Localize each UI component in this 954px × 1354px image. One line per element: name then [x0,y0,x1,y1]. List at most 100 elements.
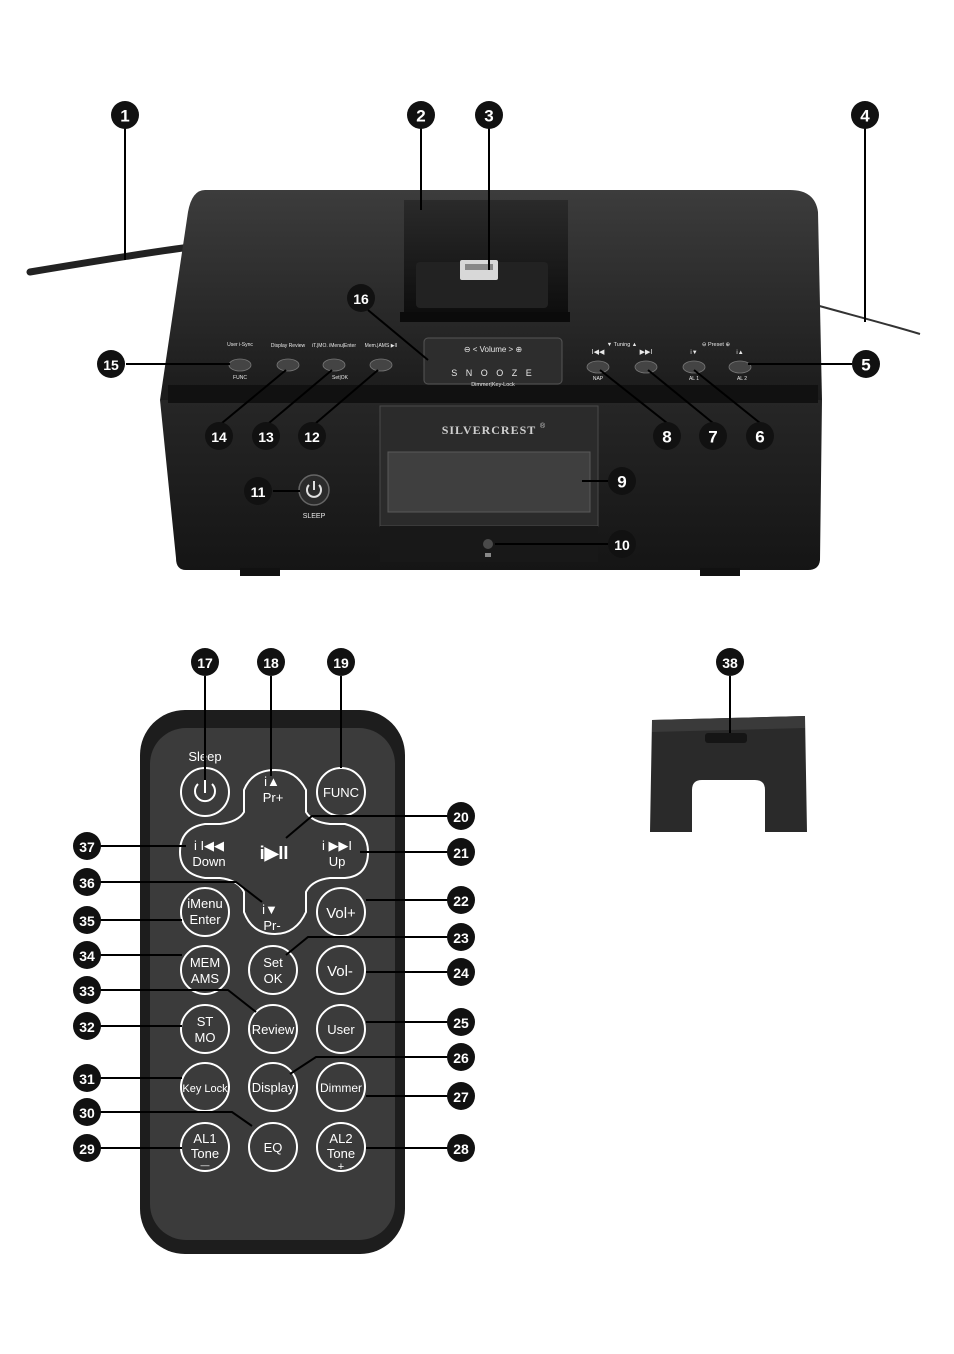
pr-minus-label: Pr- [263,918,280,933]
svg-text:16: 16 [353,291,369,307]
tune-down-symbol: I◀◀ [592,349,605,356]
remote-mem-button[interactable] [180,945,230,995]
callout-2: 2 [407,101,435,129]
tune-up-symbol: ▶▶I [640,349,653,356]
callout-27: 27 [447,1082,475,1110]
base-button-display[interactable]: Display Review [271,343,306,372]
svg-text:33: 33 [79,983,95,999]
mem-line2: AMS [191,971,220,986]
play-pause-label: i▶II [260,843,289,863]
callout-16: 16 [347,284,375,312]
callout-32: 32 [73,1012,101,1040]
brand-logo: SILVERCREST [442,423,537,437]
base-button-mem[interactable]: Mem.|AMS ▶II [365,343,398,372]
svg-text:29: 29 [79,1141,95,1157]
remote-down-button[interactable]: i I◀◀ Down [192,838,225,869]
preset-label: ⊖ Preset ⊕ [702,342,731,348]
sleep-label: SLEEP [303,513,326,520]
al1-label: AL 1 [689,376,699,382]
svg-text:11: 11 [251,484,266,500]
callout-34: 34 [73,941,101,969]
svg-text:36: 36 [79,875,95,891]
base-button-func[interactable]: User i-Sync FUNC [227,342,253,381]
remote-vol-minus-button[interactable] [316,945,366,995]
al1-line2: Tone [191,1146,219,1161]
remote-set-button[interactable] [248,945,298,995]
svg-text:24: 24 [453,965,469,981]
al2-line1: AL2 [329,1131,352,1146]
svg-text:25: 25 [453,1015,469,1031]
svg-text:38: 38 [722,655,738,671]
callout-17: 17 [191,648,219,676]
callout-31: 31 [73,1064,101,1092]
svg-text:20: 20 [453,809,469,825]
remote-eq-button[interactable] [248,1122,298,1172]
foot-right [700,568,740,576]
power-cable [26,242,202,276]
al2-line3: + [338,1161,344,1173]
svg-text:14: 14 [211,429,227,445]
base-button-preset-down[interactable]: i▼ AL 1 [682,350,706,382]
dock-adapter [416,262,548,308]
base-button-tune-up[interactable]: ▶▶I [634,349,658,374]
keylock-label: Key Lock [182,1083,228,1095]
callout-3: 3 [475,101,503,129]
callout-23: 23 [447,923,475,951]
power-icon [306,481,322,498]
base-button-tune-down[interactable]: I◀◀ NAP [586,349,610,382]
svg-text:18: 18 [263,655,279,671]
remote-al2-button[interactable] [316,1122,366,1172]
svg-text:8: 8 [662,428,671,447]
al2-line2: Tone [327,1146,355,1161]
remote-dimmer-button[interactable] [316,1062,366,1112]
set-line1: Set [263,955,283,970]
svg-text:7: 7 [708,428,717,447]
remote-review-button[interactable] [248,1004,298,1054]
foot-left [240,568,280,576]
preset-up-symbol: i▲ [736,350,743,356]
callout-22: 22 [447,886,475,914]
func-bottom-label: FUNC [233,375,247,381]
volume-strip-label: ⊖ < Volume > ⊕ [464,345,522,354]
remote-play-pause-button[interactable]: i▶II [260,843,289,863]
callout-21: 21 [447,838,475,866]
lcd-display [387,451,591,513]
callout-36: 36 [73,868,101,896]
remote-display-button[interactable] [248,1062,298,1112]
callout-28: 28 [447,1134,475,1162]
snooze-bar[interactable] [423,337,563,385]
preset-down-symbol: i▼ [690,350,697,356]
vol-plus-label: Vol+ [326,905,356,922]
ir-sensor [483,539,493,549]
snooze-label: S N O O Z E [451,368,535,378]
svg-text:3: 3 [484,107,493,126]
pr-plus-i-label: i▲ [264,774,280,789]
display-label: Display [252,1080,295,1095]
callout-18: 18 [257,648,285,676]
svg-text:12: 12 [304,429,320,445]
mem-line1: MEM [190,955,220,970]
remote-pr-minus-button[interactable]: i▼ Pr- [262,902,281,933]
dock-adapter-part [650,716,807,832]
base-button-preset-up[interactable]: i▲ AL 2 [728,350,752,382]
al1-line1: AL1 [193,1131,216,1146]
svg-text:23: 23 [453,930,469,946]
callout-24: 24 [447,958,475,986]
user-label: User [327,1022,355,1037]
st-line1: ST [197,1014,214,1029]
callout-25: 25 [447,1008,475,1036]
remote-user-button[interactable] [316,1004,366,1054]
remote-imenu-button[interactable] [180,887,230,937]
brand-mark: ® [540,422,546,430]
remote-st-mo-button[interactable] [180,1004,230,1054]
base-button-imenu[interactable]: iT.|MO. iMenu|Enter Set|OK [312,343,356,381]
callout-11: 11 [244,477,272,505]
callout-13: 13 [252,422,280,450]
remote-up-button[interactable]: i ▶▶I Up [322,838,352,869]
svg-text:1: 1 [120,107,129,126]
svg-text:31: 31 [79,1071,95,1087]
remote-pr-plus-button[interactable]: i▲ Pr+ [263,774,284,805]
func-top-label: User i-Sync [227,342,253,348]
callout-badges: 1 2 3 4 5 6 7 8 9 10 11 12 13 14 15 16 1… [73,101,880,1162]
